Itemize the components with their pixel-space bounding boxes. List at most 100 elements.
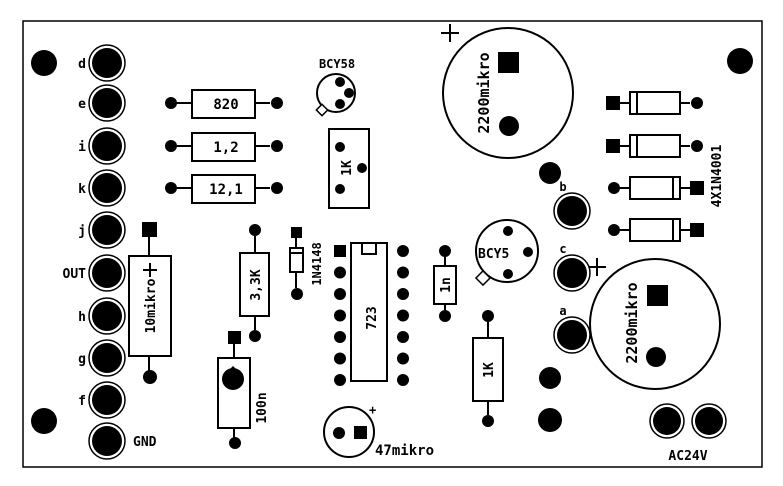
pin-label: b	[559, 180, 566, 194]
pin-label: h	[78, 310, 86, 325]
rectifier-diode	[606, 91, 703, 115]
connector-pin-out: OUT	[63, 254, 126, 292]
capacitor-47mikro: + 47mikro	[323, 403, 434, 459]
connector-pin-d: d	[78, 44, 126, 82]
connector-pin-e: e	[78, 84, 126, 122]
pin-pad	[92, 88, 122, 118]
pin-pad	[92, 48, 122, 78]
rectifier-diode	[608, 176, 704, 200]
connector-pin-j: j	[78, 211, 126, 249]
mounting-hole	[727, 48, 753, 74]
pin-label: d	[78, 57, 86, 72]
ic-pin	[334, 266, 346, 279]
capacitor-2200mikro-top: 2200mikro	[441, 24, 574, 159]
ic-label: 723	[365, 306, 380, 329]
rectifier-diode	[608, 218, 704, 242]
ic-pin	[397, 374, 409, 386]
connector-pin-h: h	[78, 297, 126, 335]
pin-label: k	[78, 182, 86, 197]
resistor-1k: 1K	[472, 310, 504, 427]
pin-label: i	[78, 140, 86, 155]
capacitor-100n: 100n	[217, 331, 270, 449]
resistor-label: 820	[213, 97, 238, 113]
board-outline	[22, 20, 763, 468]
mounting-hole	[31, 408, 57, 434]
connector-pin-b: b	[553, 180, 591, 230]
ic-pin	[334, 374, 346, 386]
diode-label: 1N4148	[310, 242, 324, 285]
ac-label: AC24V	[668, 449, 707, 464]
ac-input: AC24V	[649, 403, 727, 464]
resistor-820: 820	[165, 89, 283, 119]
pin-pad	[92, 385, 122, 415]
capacitor-10mikro: 10mikro	[128, 222, 172, 384]
pin-pad	[557, 258, 587, 288]
ic-pin-1	[334, 245, 346, 257]
ac-pad	[695, 407, 723, 435]
ic-pin	[397, 352, 409, 365]
capacitor-1n: 1n	[433, 245, 457, 322]
pin-label: a	[559, 304, 566, 318]
ic-pin	[397, 288, 409, 300]
ic-pin	[334, 352, 346, 365]
capacitor-label: 47mikro	[375, 443, 434, 459]
pin-pad	[92, 301, 122, 331]
ic-723: 723	[334, 242, 409, 386]
ic-pin	[334, 331, 346, 343]
mounting-hole	[539, 367, 561, 389]
pin-pad	[92, 343, 122, 373]
connector-pin-f: f	[78, 381, 126, 419]
connector-pin-g: g	[78, 339, 126, 377]
pin-pad	[92, 173, 122, 203]
ic-pin	[334, 288, 346, 300]
capacitor-2200mikro-bottom: 2200mikro	[588, 258, 721, 390]
transistor-bcy5: BCY5	[474, 219, 539, 287]
capacitor-label: 10mikro	[144, 278, 159, 333]
transistor-bcy58: BCY58	[315, 57, 356, 117]
trimmer-label: 1K	[340, 160, 355, 176]
capacitor-label: 2200mikro	[623, 282, 641, 363]
connector-pin-gnd: GND	[88, 422, 157, 460]
diode-1n4148: 1N4148	[289, 227, 324, 300]
capacitor-label: 100n	[255, 392, 270, 423]
transistor-label: BCY5	[478, 247, 509, 262]
resistor-label: 1,2	[213, 140, 238, 156]
resistor-1-2: 1,2	[165, 132, 283, 162]
pin-pad	[92, 131, 122, 161]
resistor-12-1: 12,1	[165, 174, 283, 204]
diodes-label: 4X1N4001	[710, 145, 725, 208]
pin-label: GND	[133, 435, 157, 450]
connector-pin-c: c	[553, 242, 591, 292]
right-pin-column: b ca	[553, 180, 591, 354]
pin-label: OUT	[63, 267, 87, 282]
pin-pad	[557, 196, 587, 226]
polarity-plus: +	[369, 403, 376, 417]
pin-label: j	[78, 224, 86, 239]
resistor-label: 1K	[482, 362, 497, 378]
ic-pin	[397, 309, 409, 322]
mounting-hole	[539, 162, 561, 184]
pin-pad	[92, 426, 122, 456]
ic-pin	[397, 331, 409, 343]
pin-pad	[557, 320, 587, 350]
trimmer-1k: 1K	[328, 128, 370, 209]
mounting-hole	[31, 50, 57, 76]
resistor-label: 3,3K	[249, 269, 264, 300]
resistor-label: 12,1	[209, 182, 243, 198]
mounting-holes	[31, 48, 753, 434]
capacitor-label: 1n	[439, 277, 454, 293]
ic-pin	[334, 309, 346, 322]
pin-pad	[92, 215, 122, 245]
pin-label: g	[78, 352, 86, 367]
resistor-3-3k: 3,3K	[239, 224, 270, 342]
rectifier-diodes: 4X1N4001	[606, 91, 725, 242]
connector-pin-k: k	[78, 169, 126, 207]
pin-label: e	[78, 97, 86, 112]
ac-pad	[653, 407, 681, 435]
ic-pin	[397, 245, 409, 257]
ic-pin	[397, 266, 409, 279]
rectifier-diode	[606, 134, 703, 158]
mounting-hole	[538, 408, 562, 432]
